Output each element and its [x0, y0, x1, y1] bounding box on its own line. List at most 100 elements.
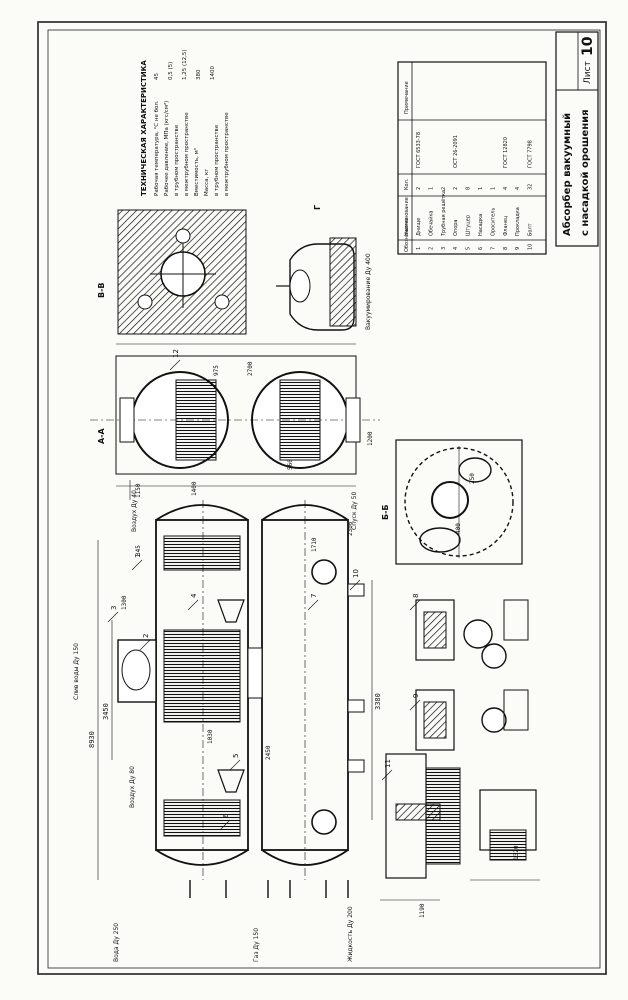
tech-spec-value-4: 380	[196, 69, 202, 80]
flow-callouts: Вода Ду 250 Слив воды Ду 150 Воздух Ду 8…	[73, 490, 358, 962]
dim-d3: 2450	[265, 745, 272, 760]
balloon-9: 9	[412, 694, 420, 698]
sheet-number: 10	[580, 36, 596, 56]
balloon-3: 3	[110, 606, 118, 610]
dim-d18: 1320	[513, 845, 520, 860]
dim-d9: 1200	[367, 431, 374, 446]
table-cell-qty-6: 1	[478, 187, 484, 190]
section-label-a: А-А	[97, 427, 106, 444]
table-cell-note-1: ГОСТ 6533-78	[416, 132, 422, 168]
outer-frame	[37, 21, 607, 975]
table-cell-pos-5: 5	[466, 247, 472, 250]
dim-d17: 1710	[311, 537, 318, 552]
callout-water-in: Вода Ду 250	[113, 923, 120, 962]
table-cell-name-1: Днище	[416, 218, 422, 236]
balloon-1: 1	[134, 554, 142, 558]
tech-spec-line-5: Вместимость, м³	[193, 148, 200, 196]
tech-spec-line-7: в трубном пространстве	[214, 124, 220, 196]
inner-frame	[47, 29, 601, 969]
tech-spec-line-8: в межтрубном пространстве	[224, 112, 230, 196]
balloon-8: 8	[412, 594, 420, 598]
dim-d6: 1150	[135, 483, 142, 498]
dim-d4: 2300	[347, 521, 354, 536]
table-header-1: Обозначение	[404, 217, 410, 252]
table-cell-pos-7: 7	[490, 247, 496, 250]
callout-air-2: Воздух Ду 40	[131, 490, 138, 532]
balloon-12: 12	[172, 349, 180, 358]
section-a-a-view: А-А	[90, 355, 380, 475]
callout-liquid: Жидкость Ду 200	[347, 906, 354, 962]
dim-d15: 1190	[419, 903, 426, 918]
table-cell-qty-8: 4	[503, 187, 509, 190]
dim-d2: 3380	[374, 693, 382, 710]
table-cell-qty-5: 8	[466, 187, 472, 190]
tech-spec-value-1: 45	[154, 73, 160, 80]
balloon-6: 6	[222, 813, 230, 818]
dim-d13: 250	[469, 473, 476, 484]
flange-section-details	[380, 753, 540, 901]
dim-d12: 1400	[191, 481, 198, 496]
section-label-g: Г	[313, 205, 322, 210]
table-cell-name-8: Фланец	[503, 215, 509, 236]
table-cell-pos-10: 10	[528, 244, 534, 250]
tech-spec-line-3: в трубном пространстве	[174, 124, 180, 196]
table-header-2: Наименование	[404, 197, 410, 236]
table-cell-pos-1: 1	[416, 247, 422, 250]
title-line1: Абсорбер вакуумный	[561, 113, 573, 236]
dim-d10: 560	[287, 459, 294, 470]
dim-d1: 3450	[102, 703, 110, 720]
tech-spec-value-5: 1400	[210, 66, 216, 80]
table-cell-pos-2: 2	[428, 247, 434, 250]
balloon-4: 4	[190, 593, 198, 598]
table-cell-note-10: ГОСТ 7798	[528, 140, 534, 168]
balloon-2: 2	[142, 634, 150, 638]
balloon-leader-5	[229, 759, 241, 771]
table-cell-qty-3: 2	[441, 187, 447, 190]
title-block: Абсорбер вакуумный с насадкой орошения Л…	[555, 31, 599, 247]
dim-d14: 400	[455, 523, 462, 534]
title-line2: с насадкой орошения	[580, 109, 591, 236]
table-cell-name-6: Насадка	[478, 214, 484, 236]
balloon-leader-3	[107, 611, 119, 623]
balloon-leader-8	[409, 599, 421, 611]
manifold-detail: Вакуумирование Ду 400 Г	[276, 205, 372, 331]
parts-table: Обозначение Наименование Кол. Примечание…	[397, 61, 547, 255]
section-label-b: Б-Б	[381, 504, 390, 520]
dim-d5: 1300	[121, 595, 128, 610]
main-vessel-view	[117, 500, 365, 898]
balloon-leader-2	[139, 639, 151, 651]
tech-spec-line-4: в межтрубном пространстве	[184, 112, 190, 196]
tech-spec-value-3: 1,25 (12,5)	[182, 49, 188, 80]
section-b-b-view: Б-Б	[381, 439, 523, 565]
tech-spec-block: ТЕХНИЧЕСКАЯ ХАРАКТЕРИСТИКА Рабочая темпе…	[140, 49, 230, 196]
table-cell-name-4: Опора	[453, 219, 459, 236]
table-cell-qty-7: 1	[490, 187, 496, 190]
table-cell-name-5: Штуцер	[466, 215, 472, 236]
balloon-leader-1	[131, 559, 143, 571]
table-cell-qty-9: 4	[515, 187, 521, 190]
dimension-numbers: 8930 3450 3380 2450 2300 1300 1150 1030 …	[88, 361, 520, 918]
table-cell-name-2: Обечайка	[427, 211, 434, 236]
balloon-leader-7	[307, 599, 319, 611]
table-cell-name-9: Прокладка	[515, 207, 521, 236]
tech-spec-line-6: Масса, кг	[204, 169, 210, 196]
tech-spec-value-2: 0,5 (5)	[168, 62, 174, 80]
table-cell-qty-2: 1	[428, 187, 434, 190]
table-cell-pos-3: 3	[441, 247, 447, 250]
sheet-label: Лист	[583, 61, 593, 84]
balloon-10: 10	[352, 569, 360, 578]
vacuum-callout: Вакуумирование Ду 400	[365, 253, 372, 330]
table-cell-pos-6: 6	[478, 247, 484, 250]
tech-spec-values: 45 0,5 (5) 1,25 (12,5) 380 1400	[154, 49, 216, 80]
dim-overall: 8930	[88, 731, 96, 748]
balloon-leader-6	[219, 819, 231, 831]
section-v-v-view: В-В	[97, 209, 247, 335]
dimension-lines	[97, 343, 373, 880]
dim-d11: 975	[213, 365, 220, 376]
balloon-leader-12	[169, 359, 181, 371]
table-cell-qty-1: 2	[416, 187, 422, 190]
